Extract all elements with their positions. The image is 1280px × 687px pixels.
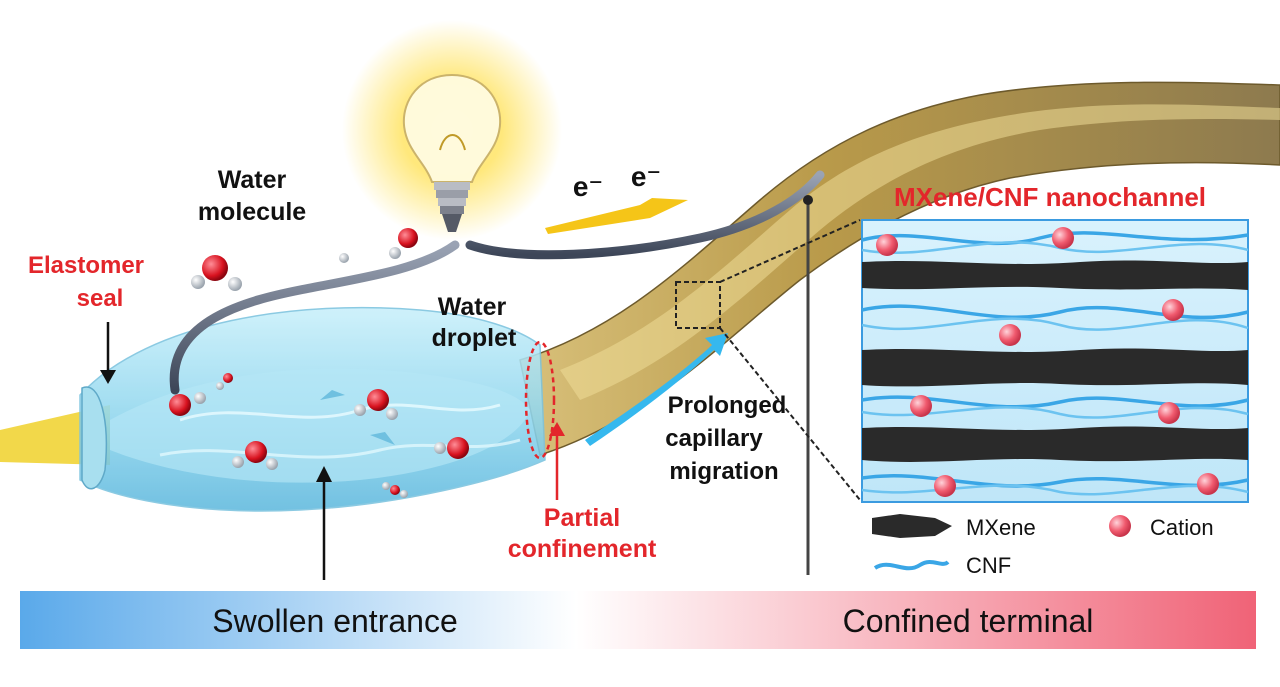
water-molecule-icon-5 <box>232 441 278 470</box>
mxene-layer-1 <box>862 260 1248 290</box>
gold-ribbon-highlight <box>560 104 1280 400</box>
water-molecule-icon-2 <box>389 228 418 259</box>
label-prolonged-1: Prolonged <box>668 392 787 419</box>
bulb-base-1 <box>434 182 470 190</box>
nanochannel-panel <box>861 219 1249 503</box>
swollen-pointer-head <box>316 466 332 482</box>
cnf-legend-icon <box>873 560 950 571</box>
bulb-filament <box>439 134 466 151</box>
partial-pointer-head <box>549 422 565 436</box>
mxene-layer-2 <box>862 348 1248 387</box>
partial-confinement-ring <box>524 340 556 460</box>
label-water-molecule-2: molecule <box>198 198 306 226</box>
label-water-molecule-1: Water <box>218 166 287 194</box>
label-water-droplet-2: droplet <box>432 324 517 352</box>
label-elastomer-2: seal <box>77 285 124 312</box>
water-molecule-icon-6 <box>434 437 469 459</box>
label-water-droplet-1: Water <box>438 293 507 321</box>
label-prolonged-2: capillary <box>665 425 763 452</box>
zoom-box <box>675 281 721 329</box>
terminal-pointer-dot <box>803 195 813 205</box>
cation-marker <box>999 324 1021 346</box>
label-partial-2: confinement <box>508 535 657 563</box>
cation-marker <box>934 475 956 497</box>
cation-marker <box>910 395 932 417</box>
flow-arrow-small-2 <box>320 390 345 400</box>
mxene-legend-icon <box>872 514 952 538</box>
zoom-line-bottom <box>719 327 861 501</box>
label-electron-1: e⁻ <box>573 171 603 202</box>
label-elastomer-1: Elastomer <box>28 252 144 279</box>
cation-marker <box>1052 227 1074 249</box>
water-droplet-inner <box>110 368 530 483</box>
gradient-left-label: Swollen entrance <box>212 603 457 639</box>
electron-arrow <box>545 198 688 234</box>
bulb-base-3 <box>438 198 466 206</box>
water-molecule-icon-7 <box>382 482 408 498</box>
water-molecule-icon-3 <box>169 392 206 416</box>
label-prolonged-3: migration <box>669 458 778 485</box>
water-molecule-icon-4 <box>354 389 398 420</box>
wire-right <box>465 170 825 260</box>
elastomer-pointer-head <box>100 370 116 384</box>
water-molecule-icon-1 <box>191 255 242 291</box>
legend-cation-label: Cation <box>1150 515 1214 540</box>
label-electron-2: e⁻ <box>631 161 661 192</box>
cation-marker <box>1197 473 1219 495</box>
cation-marker <box>1162 299 1184 321</box>
cation-marker <box>1158 402 1180 424</box>
gradient-right-label: Confined terminal <box>843 603 1094 639</box>
label-partial-1: Partial <box>544 504 620 532</box>
cation-marker <box>876 234 898 256</box>
hydrogen-atom-icon <box>339 253 349 263</box>
zoom-line-top <box>719 219 861 283</box>
legend: MXene Cation CNF <box>872 514 1214 578</box>
flow-swirl-2 <box>159 438 521 459</box>
wire-left <box>169 240 460 395</box>
legend-mxene-label: MXene <box>966 515 1036 540</box>
bulb-base-4 <box>440 206 464 214</box>
elastomer-seal <box>81 386 108 490</box>
bulb-base-2 <box>436 190 468 198</box>
label-panel-title: MXene/CNF nanochannel <box>894 182 1206 212</box>
bulb-tip <box>442 214 462 232</box>
gradient-bar <box>20 591 1256 649</box>
legend-cnf-label: CNF <box>966 553 1011 578</box>
mxene-layer-3 <box>862 426 1248 462</box>
cation-legend-icon <box>1109 515 1131 537</box>
flow-arrow-small-1 <box>370 432 395 445</box>
capillary-arrow <box>585 333 728 446</box>
water-molecule-icon-8 <box>216 373 233 390</box>
